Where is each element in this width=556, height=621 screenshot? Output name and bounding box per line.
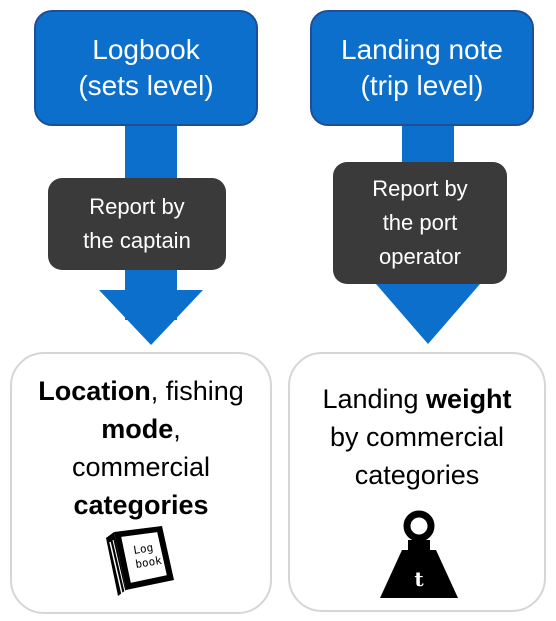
port-report-line-3: operator xyxy=(379,244,461,269)
landing-text: Landing xyxy=(322,384,427,414)
logbook-content-line-2: mode, xyxy=(12,410,270,448)
logbook-header-title: Logbook xyxy=(92,34,200,65)
port-operator-report-box: Report by the port operator xyxy=(333,162,507,284)
mode-keyword: mode xyxy=(101,414,174,444)
landing-header-subtitle: (trip level) xyxy=(360,70,484,101)
logbook-content-line-3: commercial xyxy=(71,452,211,482)
captain-report-box: Report by the captain xyxy=(48,178,226,270)
weight-icon: t xyxy=(380,510,458,598)
logbook-icon: Log book xyxy=(106,526,174,596)
landing-content-box: Landing weight by commercial categories … xyxy=(288,352,546,612)
logbook-header-box: Logbook (sets level) xyxy=(34,10,258,126)
logbook-header-subtitle: (sets level) xyxy=(78,70,214,101)
location-keyword: Location xyxy=(38,376,151,406)
captain-report-line-2: the captain xyxy=(83,228,191,253)
fishing-text: , fishing xyxy=(150,376,244,406)
port-report-line-2: the port xyxy=(382,210,458,235)
categories-keyword: categories xyxy=(73,490,209,520)
logbook-icon-label-1: Log xyxy=(132,541,154,557)
landing-header-box: Landing note (trip level) xyxy=(310,10,534,126)
logbook-icon-label-2: book xyxy=(134,554,163,571)
logbook-content-box: Location, fishing mode, commercial categ… xyxy=(10,352,272,614)
landing-content-line-3: categories xyxy=(354,460,480,490)
weight-keyword: weight xyxy=(426,384,512,414)
port-report-line-1: Report by xyxy=(372,176,468,201)
landing-content-line-1: Landing weight xyxy=(290,380,544,418)
weight-icon-label: t xyxy=(414,567,424,591)
landing-header-title: Landing note xyxy=(341,34,503,65)
logbook-arrow-head xyxy=(99,290,203,345)
landing-arrow-head xyxy=(376,284,480,344)
captain-report-line-1: Report by xyxy=(89,194,185,219)
logbook-content-line-1: Location, fishing xyxy=(12,372,270,410)
mode-comma: , xyxy=(173,414,181,444)
logbook-content-line-4: categories xyxy=(12,486,270,524)
landing-content-line-2: by commercial xyxy=(329,422,505,452)
